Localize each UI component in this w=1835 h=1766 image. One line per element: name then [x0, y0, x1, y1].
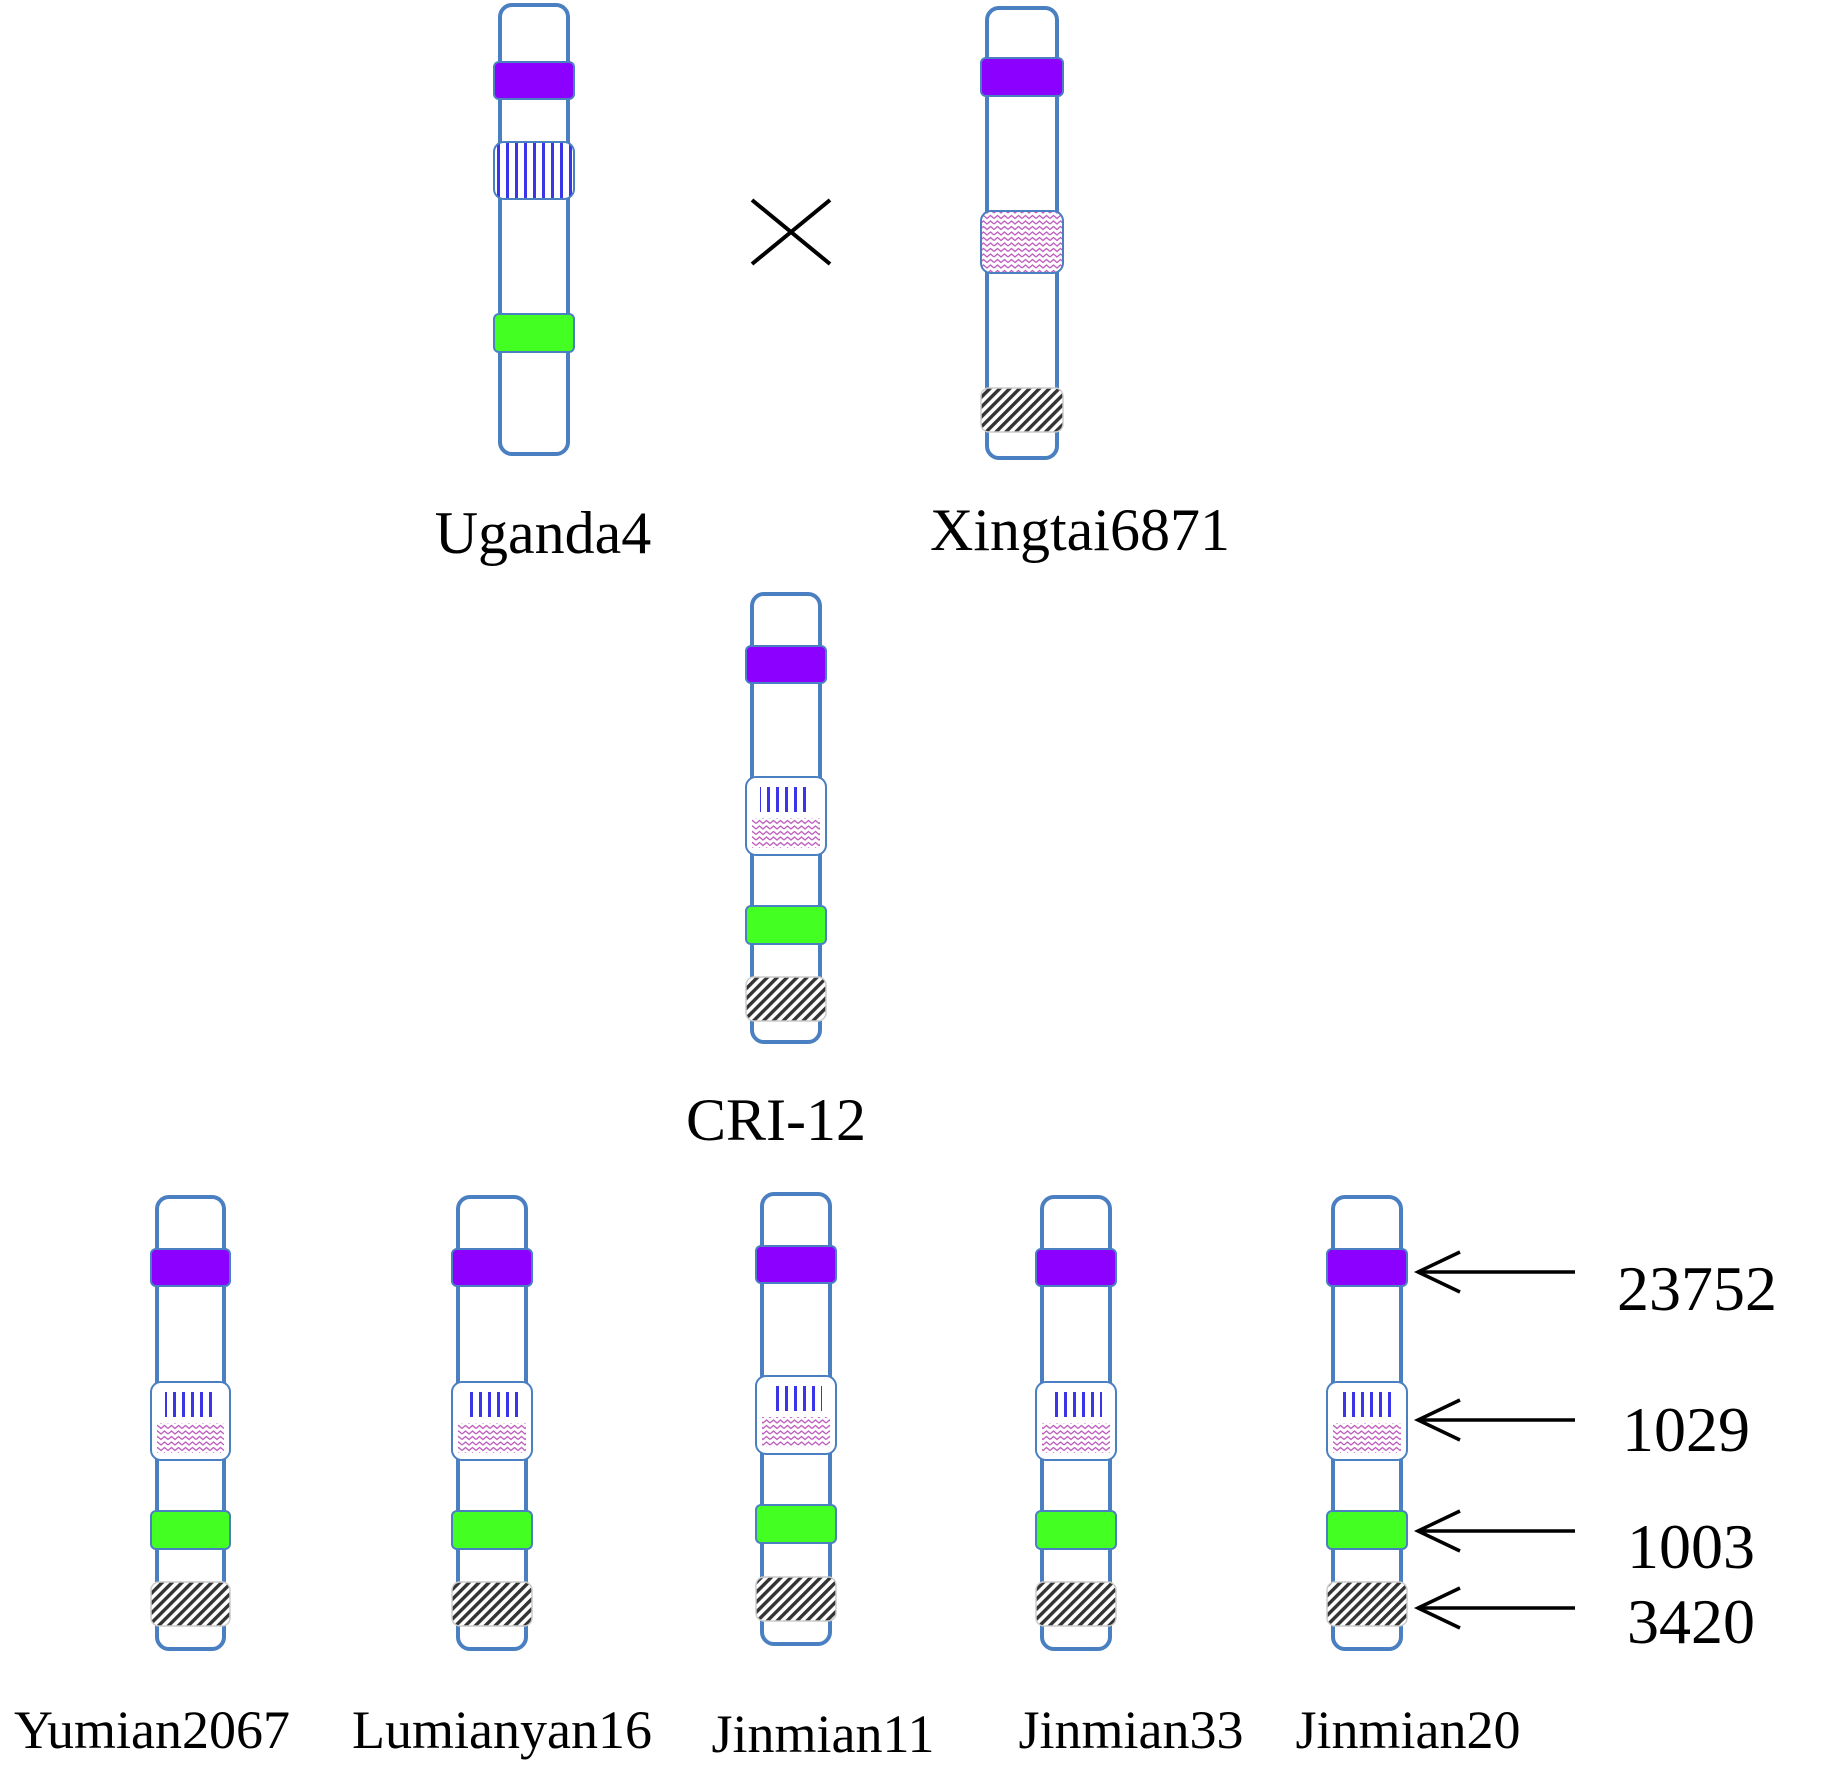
- marker-band-1029-combined: [745, 776, 827, 856]
- marker-band-3420: [1035, 1581, 1117, 1627]
- marker-band-3420: [150, 1581, 231, 1627]
- marker-band-23752: [493, 61, 575, 100]
- label-uganda4: Uganda4: [435, 500, 652, 566]
- marker-band-3420: [451, 1581, 533, 1627]
- arrow-1029: [1413, 1398, 1575, 1442]
- marker-band-1003: [755, 1504, 837, 1544]
- marker-label-3420: 3420: [1627, 1586, 1755, 1657]
- label-cri-12: CRI-12: [686, 1087, 866, 1153]
- marker-label-1003: 1003: [1627, 1511, 1755, 1582]
- marker-band-1029-combined: [1326, 1381, 1408, 1461]
- marker-band-23752: [150, 1248, 231, 1287]
- arrow-1003: [1413, 1509, 1575, 1553]
- marker-band-1029-combined: [755, 1375, 837, 1455]
- chromosome-lumianyan16: [451, 1195, 533, 1651]
- label-yumian2067: Yumian2067: [14, 1700, 290, 1760]
- label-lumianyan16: Lumianyan16: [352, 1700, 652, 1760]
- label-jinmian11: Jinmian11: [712, 1704, 935, 1761]
- marker-band-1029-combined: [1035, 1381, 1117, 1461]
- arrow-23752: [1413, 1250, 1575, 1294]
- chromosome-jinmian11: [755, 1192, 837, 1646]
- label-jinmian33: Jinmian33: [1019, 1700, 1244, 1760]
- chromosome-cri-12: [745, 592, 827, 1044]
- label-jinmian20: Jinmian20: [1296, 1700, 1521, 1760]
- marker-band-1003: [1326, 1510, 1408, 1550]
- marker-band-1003: [493, 313, 575, 353]
- cross-symbol: [750, 198, 832, 266]
- marker-band-23752: [745, 645, 827, 684]
- chromosome-yumian2067: [150, 1195, 231, 1651]
- marker-band-1029-uganda-allele: [493, 141, 575, 200]
- marker-band-1003: [451, 1510, 533, 1550]
- marker-band-1029-combined: [150, 1381, 231, 1461]
- marker-band-23752: [980, 57, 1064, 97]
- chromosome-jinmian33: [1035, 1195, 1117, 1651]
- marker-band-1003: [1035, 1510, 1117, 1550]
- label-xingtai6871: Xingtai6871: [930, 497, 1230, 563]
- marker-band-23752: [755, 1245, 837, 1284]
- marker-band-1029-combined: [451, 1381, 533, 1461]
- marker-label-1029: 1029: [1622, 1394, 1750, 1465]
- chromosome-jinmian20: [1326, 1195, 1408, 1651]
- marker-band-3420: [1326, 1581, 1408, 1627]
- marker-band-23752: [451, 1248, 533, 1287]
- marker-label-23752: 23752: [1617, 1253, 1777, 1324]
- arrow-3420: [1413, 1586, 1575, 1630]
- marker-band-23752: [1326, 1248, 1408, 1287]
- chromosome-xingtai6871: [980, 6, 1064, 460]
- marker-band-3420: [980, 387, 1064, 433]
- marker-band-1003: [150, 1510, 231, 1550]
- marker-band-3420: [745, 976, 827, 1022]
- marker-band-3420: [755, 1576, 837, 1622]
- marker-band-1003: [745, 905, 827, 945]
- marker-band-23752: [1035, 1248, 1117, 1287]
- marker-band-1029-xingtai-allele: [980, 210, 1064, 274]
- chromosome-uganda4: [493, 3, 575, 456]
